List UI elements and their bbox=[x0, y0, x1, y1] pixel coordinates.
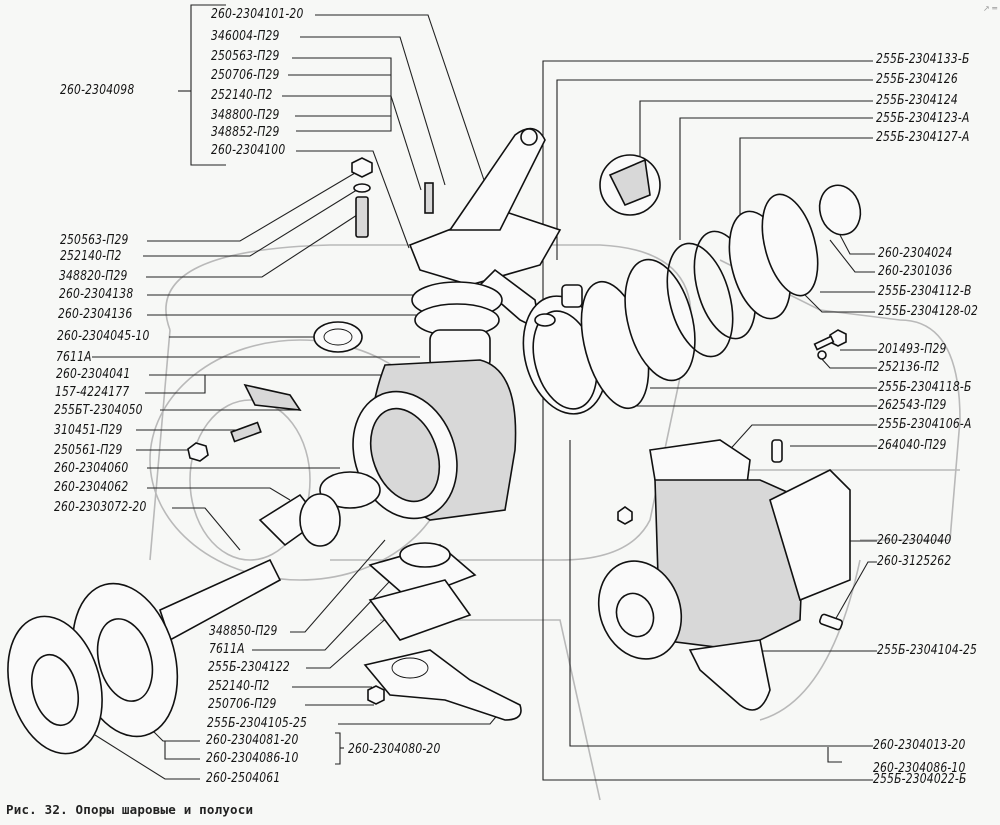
part-label: 260-3125262 bbox=[877, 554, 952, 569]
part-label: 346004-П29 bbox=[211, 29, 280, 44]
part-label: 260-2304086-10 bbox=[206, 751, 299, 766]
leader-lines-right bbox=[542, 60, 877, 781]
assembly-label-260-2304080-20: 260-2304080-20 bbox=[348, 742, 441, 757]
part-label: 255Б-2304124 bbox=[876, 93, 958, 108]
part-label: 310451-П29 bbox=[54, 423, 123, 438]
part-label: 260-2304040 bbox=[877, 533, 952, 548]
part-label: 260-2301036 bbox=[878, 264, 953, 279]
part-label: 250706-П29 bbox=[208, 697, 277, 712]
part-label: 260-2304060 bbox=[54, 461, 129, 476]
part-label: 250706-П29 bbox=[211, 68, 280, 83]
part-label: 262543-П29 bbox=[878, 398, 947, 413]
part-label: 260-2304024 bbox=[878, 246, 953, 261]
part-label: 260-2304086-10 bbox=[873, 761, 966, 776]
part-label: 255Б-2304118-Б bbox=[878, 380, 972, 395]
part-label: 157-4224177 bbox=[55, 385, 130, 400]
part-label: 260-2304136 bbox=[58, 307, 133, 322]
part-label: 255Б-2304106-А bbox=[878, 417, 972, 432]
part-label: 201493-П29 bbox=[878, 342, 947, 357]
leader-lines-left bbox=[92, 14, 487, 551]
part-label: 255Б-2304127-А bbox=[876, 130, 970, 145]
bracket-lines bbox=[178, 4, 842, 765]
part-label: 260-2304138 bbox=[59, 287, 134, 302]
part-label: 260-2304041 bbox=[56, 367, 131, 382]
part-label: 255Б-2304105-25 bbox=[207, 716, 308, 731]
part-label: 255Б-2304112-В bbox=[878, 284, 972, 299]
part-label: 255БТ-2304050 bbox=[54, 403, 143, 418]
part-label: 255Б-2304133-Б bbox=[876, 52, 970, 67]
part-label: 250561-П29 bbox=[54, 443, 123, 458]
part-label: 255Б-2304123-А bbox=[876, 111, 970, 126]
part-label: 255Б-2304122 bbox=[208, 660, 290, 675]
part-label: 255Б-2304022-Б bbox=[873, 772, 967, 787]
part-label: 260-2304062 bbox=[54, 480, 129, 495]
part-label: 260-2304081-20 bbox=[206, 733, 299, 748]
part-label: 250563-П29 bbox=[60, 233, 129, 248]
part-label: 255Б-2304126 bbox=[876, 72, 958, 87]
part-label: 250563-П29 bbox=[211, 49, 280, 64]
corner-mark: ↗ ═ bbox=[983, 4, 998, 13]
part-label: 252140-П2 bbox=[208, 679, 270, 694]
parts-illustration bbox=[7, 127, 862, 755]
figure-caption: Рис. 32. Опоры шаровые и полуоси bbox=[6, 802, 254, 817]
part-label: 252136-П2 bbox=[878, 360, 940, 375]
part-label: 264040-П29 bbox=[878, 438, 947, 453]
part-label: 260-2504061 bbox=[206, 771, 281, 786]
watermark bbox=[149, 244, 961, 801]
part-label: 255Б-2304104-25 bbox=[877, 643, 978, 658]
part-label: 252140-П2 bbox=[211, 88, 273, 103]
part-label: 260-2303072-20 bbox=[54, 500, 147, 515]
part-label: 260-2304100 bbox=[211, 143, 286, 158]
part-label: 348850-П29 bbox=[209, 624, 278, 639]
part-label: 7611А bbox=[209, 642, 245, 657]
part-label: 7611А bbox=[56, 350, 92, 365]
part-label: 252140-П2 bbox=[60, 249, 122, 264]
part-label: 260-2304101-20 bbox=[211, 7, 304, 22]
leader-lines-bottom bbox=[94, 539, 501, 780]
part-label: 260-2304013-20 bbox=[873, 738, 966, 753]
part-label: 348800-П29 bbox=[211, 108, 280, 123]
part-label: 255Б-2304128-02 bbox=[878, 304, 979, 319]
part-label: 348820-П29 bbox=[59, 269, 128, 284]
part-label: 260-2304045-10 bbox=[57, 329, 150, 344]
part-label: 348852-П29 bbox=[211, 125, 280, 140]
assembly-label-260-2304098: 260-2304098 bbox=[60, 83, 135, 98]
